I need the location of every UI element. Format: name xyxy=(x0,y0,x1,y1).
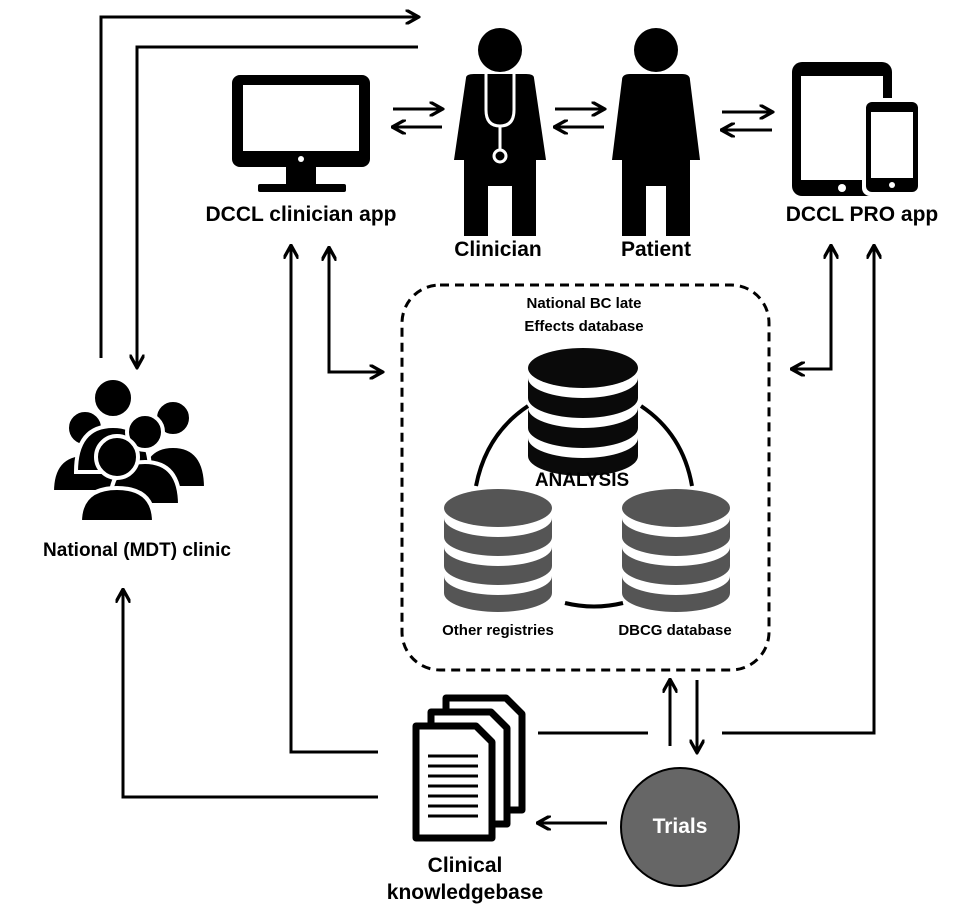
documents-stack-icon xyxy=(412,694,526,842)
trials-circle xyxy=(620,767,740,887)
group-of-people-icon xyxy=(49,376,209,524)
database-icon xyxy=(528,348,638,476)
clinician-label: Clinician xyxy=(454,238,542,261)
tablet-phone-icon xyxy=(792,62,922,196)
person-icon xyxy=(612,28,700,236)
arrow-pro-to-analysis xyxy=(792,260,833,369)
arrow-trials-junction-to-pro-app xyxy=(722,246,874,735)
analysis-label: ANALYSIS xyxy=(534,470,630,491)
knowledgebase-label-line2: knowledgebase xyxy=(386,881,544,904)
dbcg-database-label: DBCG database xyxy=(618,622,732,639)
connectors xyxy=(99,17,874,823)
arrow-top-to-mdt xyxy=(137,45,418,367)
national-db-label-line1: National BC late xyxy=(526,295,642,312)
doctor-stethoscope-icon xyxy=(454,28,546,236)
arrow-kb-to-mdt xyxy=(123,590,378,799)
database-icon xyxy=(444,489,552,612)
knowledgebase-label-line1: Clinical xyxy=(427,854,503,877)
desktop-monitor-icon xyxy=(232,75,370,192)
pro-app-label: DCCL PRO app xyxy=(785,203,939,226)
trials-label: Trials xyxy=(652,815,708,838)
other-registries-label: Other registries xyxy=(442,622,554,639)
national-db-label-line2: Effects database xyxy=(524,318,644,335)
arrow-kb-to-clinician-app xyxy=(291,246,378,754)
analysis-cycle-arcs xyxy=(474,404,694,609)
arrow-app-to-analysis xyxy=(327,260,382,372)
arrow-mdt-to-top xyxy=(99,17,418,358)
patient-label: Patient xyxy=(620,238,692,261)
mdt-clinic-label: National (MDT) clinic xyxy=(43,540,231,561)
clinician-app-label: DCCL clinician app xyxy=(205,203,397,226)
database-icon xyxy=(622,489,730,612)
